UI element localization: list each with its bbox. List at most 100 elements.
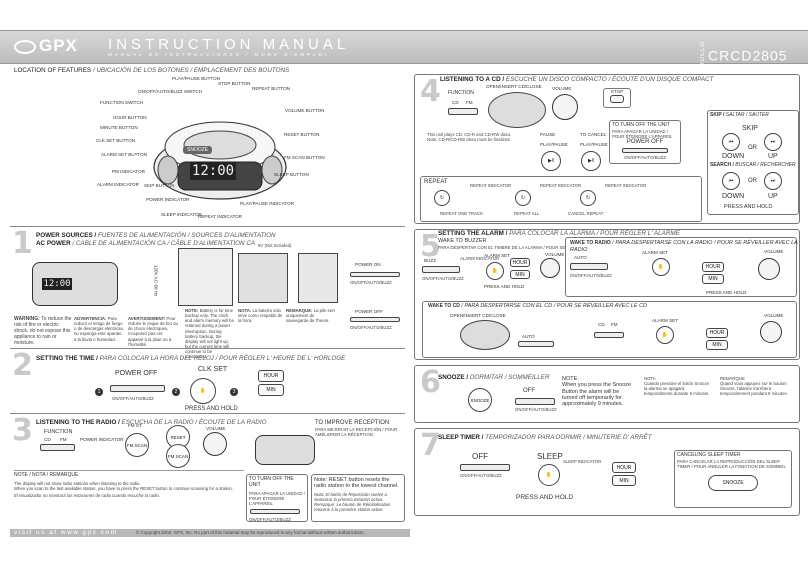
s1-switch-off-label: ON/OFF/AUTO/BUZZ: [350, 325, 392, 330]
s5-hour-button[interactable]: HOUR: [510, 258, 530, 267]
power-switch-on[interactable]: [350, 272, 400, 277]
s3-reset-note-panel: Note: RESET button resets the radio stat…: [311, 474, 405, 522]
s3-fm-scan-button[interactable]: FM SCAN: [125, 433, 149, 457]
s5-wake-buzzer: WAKE TO BUZZER: [438, 238, 487, 244]
s4-volume: VOLUME: [552, 86, 572, 91]
s5-min-button-2[interactable]: MIN: [702, 274, 724, 284]
s5-min-button[interactable]: MIN: [510, 270, 530, 279]
s3-off-switch[interactable]: [250, 508, 300, 514]
s1-advertencia: ADVERTENCIA: Para reducir el riesgo de f…: [74, 316, 124, 342]
footer-copyright: © Copyright 2004. GPX, Inc. No part of t…: [136, 530, 365, 535]
s5-min-button-3[interactable]: MIN: [706, 340, 728, 350]
s5-alarm-set-button-2[interactable]: ✋: [652, 258, 670, 276]
s2-step-3: 3: [230, 388, 238, 396]
s4-stop-button[interactable]: [610, 95, 624, 104]
s5-hour-button-3[interactable]: HOUR: [706, 328, 728, 338]
s3-radio-illustration: [255, 435, 315, 465]
s2-step-2: 2: [172, 388, 180, 396]
s3-function-switch[interactable]: [40, 444, 75, 451]
s4-repeat-button-2[interactable]: ↻: [515, 190, 531, 206]
label-play-pause: PLAY/PAUSE BUTTON: [172, 76, 220, 81]
s4-search-up[interactable]: ⏭: [764, 172, 782, 190]
s5-function-switch[interactable]: [594, 332, 624, 338]
s6-note: NOTE: When you press the Snooze Button t…: [562, 376, 632, 408]
s4-function: FUNCTION: [448, 90, 474, 96]
s4-fm: FM: [466, 100, 473, 105]
s1-note: NOTE: Battery is for time backup only. T…: [185, 308, 234, 360]
s2-clk-set: CLK SET: [198, 366, 228, 373]
s5-volume-2: VOLUME: [764, 249, 784, 254]
s4-skip-down[interactable]: ⏮: [722, 133, 740, 151]
label-reset: RESET BUTTON: [284, 132, 320, 137]
s4-repeat: REPEAT: [424, 179, 448, 185]
s2-clk-button[interactable]: ✋: [190, 378, 216, 404]
s4-repeat-button-1[interactable]: ↻: [434, 190, 450, 206]
label-on-off: ON/OFF/AUTO/BUZZ SWITCH: [138, 89, 202, 94]
s3-volume-dial[interactable]: [203, 432, 227, 456]
s3-title: LISTENING TO THE RADIO / ESCUCHA DE LA R…: [36, 419, 267, 426]
s7-snooze-button[interactable]: SNOOZE: [708, 475, 758, 492]
s2-switch[interactable]: [110, 385, 165, 392]
s4-function-switch[interactable]: [448, 108, 478, 115]
s4-off-switch[interactable]: [622, 147, 668, 153]
s2-min-button[interactable]: MIN: [258, 384, 284, 396]
s5-alarm-ind: ALARM INDICATOR: [460, 256, 500, 261]
s5-buzz-switch[interactable]: [422, 266, 460, 273]
s6-snooze-button[interactable]: SNOOZE: [468, 388, 492, 412]
s3-improve: TO IMPROVE RECEPTION: [315, 420, 390, 426]
footer-url[interactable]: visit us at www.gpx.com: [14, 529, 118, 536]
s2-switch-label: ON/OFF/AUTO/BUZZ: [112, 396, 154, 401]
s3-volume: VOLUME: [206, 426, 226, 431]
s7-hour-button[interactable]: HOUR: [612, 462, 636, 473]
s5-volume-dial[interactable]: [540, 258, 560, 278]
label-pm: PM INDICATOR: [112, 169, 146, 174]
s4-play-button-2[interactable]: ▶‖: [581, 151, 601, 171]
s4-play-button[interactable]: ▶‖: [541, 151, 561, 171]
s5-cd-door[interactable]: [460, 320, 510, 350]
s2-power-off: POWER OFF: [115, 370, 158, 377]
s2-title: SETTING THE TIME / PARA COLOCAR LA HORA …: [36, 355, 346, 362]
clock-display: 12:00: [190, 162, 236, 180]
s4-search-title: SEARCH / BUSCAR / RECHERCHER: [710, 162, 796, 168]
s5-alarm-set-button[interactable]: ✋: [486, 262, 504, 280]
s5-auto-switch-2[interactable]: [518, 341, 554, 347]
s5-volume-dial-3[interactable]: [760, 321, 782, 343]
s4-repeat-button-3[interactable]: ↻: [580, 190, 596, 206]
s5-alarm-set-3: ALARM SET: [652, 318, 679, 323]
s4-turn-off-panel: TO TURN OFF THE UNIT PARA APAGAR LA UNID…: [609, 120, 681, 164]
s4-cancel-repeat: CANCEL REPEAT: [568, 211, 604, 216]
s4-cd-door[interactable]: [488, 92, 546, 128]
s4-volume-dial[interactable]: [552, 94, 578, 120]
s6-switch[interactable]: [515, 398, 555, 405]
label-sleep: SLEEP BUTTON: [274, 172, 309, 177]
s3-fm-scan-button-2[interactable]: FM SCAN: [166, 444, 190, 468]
s4-press-hold: PRESS AND HOLD: [724, 204, 773, 210]
label-function: FUNCTION SWITCH: [100, 100, 144, 105]
logo-ring-icon: [14, 39, 36, 54]
s5-fm: FM: [611, 322, 618, 327]
s7-min-button[interactable]: MIN: [612, 475, 636, 486]
s5-auto-switch[interactable]: [570, 263, 608, 270]
s5-hour-button-2[interactable]: HOUR: [702, 262, 724, 272]
s7-switch[interactable]: [460, 464, 510, 471]
s6-nota: NOTA Cuando presione el botón Snooze la …: [644, 376, 710, 397]
label-fm-scan: FM SCAN BUTTON: [284, 155, 325, 160]
s2-hour-button[interactable]: HOUR: [258, 370, 284, 382]
s7-sleep-ind: SLEEP INDICATOR: [563, 459, 602, 464]
power-switch-off[interactable]: [350, 317, 400, 322]
label-alarm-ind: ALARM INDICATOR: [97, 182, 139, 187]
s4-search-down[interactable]: ⏮: [722, 172, 740, 190]
s5-cd: CD: [598, 322, 605, 327]
s5-alarm-set-button-3[interactable]: ✋: [656, 326, 674, 344]
label-repeat-ind: REPEAT INDICATOR: [198, 214, 243, 219]
s7-sleep-button[interactable]: ✋: [538, 464, 560, 486]
s5-switch-label: ON/OFF/AUTO/BUZZ: [422, 276, 464, 281]
s1-warning: WARNING: To reduce the risk of fire or e…: [14, 316, 72, 346]
s5-volume-dial-2[interactable]: [758, 258, 780, 280]
manual-subtitle: MANUAL DE INSTRUCCIONES / MODE D'EMPLOI: [108, 52, 330, 57]
s5-wake-buzzer-alt: PARA DESPERTAR CON EL TIMBRE DE LA ALARM…: [438, 245, 657, 250]
s4-skip-up[interactable]: ⏭: [764, 133, 782, 151]
s2-press-hold: PRESS AND HOLD: [185, 406, 238, 412]
s4-repeat-ind: REPEAT INDICATOR: [470, 183, 512, 188]
s4-cd-note: This unit plays CD, CD-R and CD-RW discs…: [427, 132, 512, 143]
